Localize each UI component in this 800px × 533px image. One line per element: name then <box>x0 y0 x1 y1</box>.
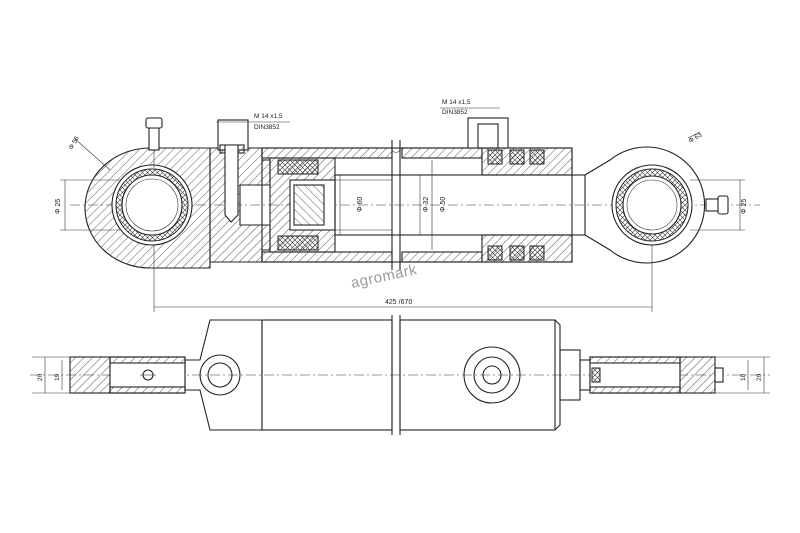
thread-label-left-1: M 14 x1,5 <box>254 113 283 120</box>
dim-width-right-outer: 20 <box>756 373 763 381</box>
dim-pin-left: Φ 25 <box>55 199 62 214</box>
side-view <box>30 315 770 435</box>
dim-rod: Φ 50 <box>440 197 447 212</box>
thread-label-right-1: M 14 x1,5 <box>442 99 471 106</box>
dim-eye-left: Φ 56 <box>68 135 81 151</box>
dim-rod-inner: Φ 32 <box>423 197 430 212</box>
dim-bore: Φ 60 <box>357 197 364 212</box>
dim-width-right-inner: 18 <box>740 373 747 381</box>
dim-length: 425 /670 <box>385 299 412 306</box>
dim-eye-right: Φ 63 <box>688 131 704 144</box>
section-view <box>60 107 760 312</box>
dim-width-left-outer: 20 <box>37 373 44 381</box>
dim-pin-right: Φ 25 <box>741 199 748 214</box>
watermark: agromark <box>349 261 418 292</box>
thread-label-right-2: DIN3852 <box>442 109 468 116</box>
dim-width-left-inner: 19 <box>54 373 61 381</box>
thread-label-left-2: DIN3852 <box>254 124 280 131</box>
